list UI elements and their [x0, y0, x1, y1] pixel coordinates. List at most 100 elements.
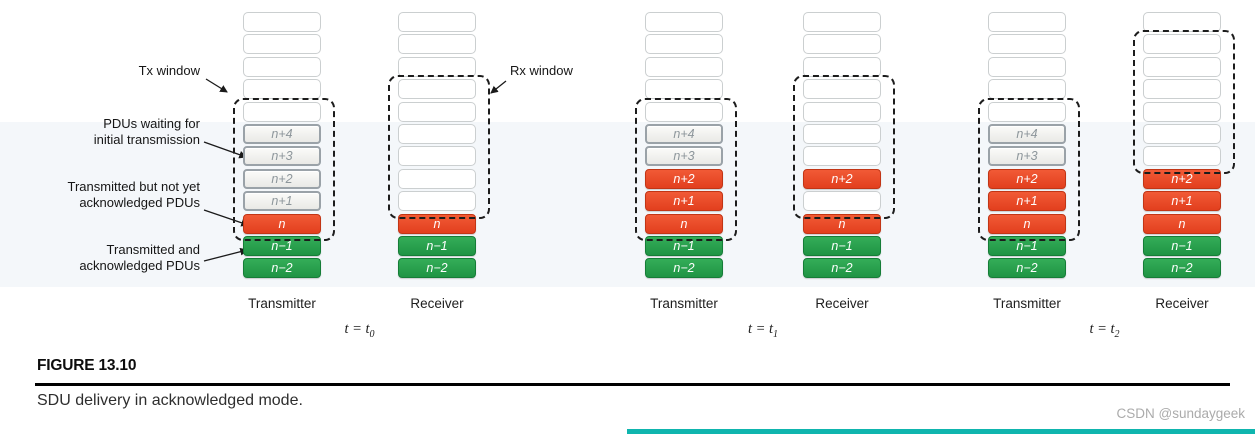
- pdu-cell-empty: [1143, 12, 1221, 32]
- rx-window-arrow: [490, 80, 507, 94]
- bottom-accent-bar: [627, 429, 1255, 434]
- unacked-line2: acknowledged PDUs: [79, 194, 200, 210]
- pdu-cell-empty: [803, 12, 881, 32]
- transmitter-label: Transmitter: [248, 296, 316, 311]
- pdu-cell-empty: [243, 79, 321, 100]
- pdu-cell-nminus1: n−1: [803, 236, 881, 256]
- unacked-line1: Transmitted but not yet: [67, 179, 200, 194]
- pdus-waiting-line1: PDUs waiting for: [103, 116, 200, 131]
- transmitter-label: Transmitter: [993, 296, 1061, 311]
- pdu-cell-nminus2: n−2: [398, 258, 476, 279]
- pdu-cell-empty: [803, 79, 881, 100]
- pdu-cell-nplus3: n+3: [988, 146, 1066, 167]
- pdu-cell-empty: [1143, 34, 1221, 55]
- pdu-cell-empty: [803, 56, 881, 77]
- pdu-cell-n: n: [645, 213, 723, 234]
- pdu-cell-n: n: [1143, 213, 1221, 234]
- pdu-cell-empty: [645, 101, 723, 122]
- pdu-cell-empty: [243, 34, 321, 55]
- pdu-cell-empty: [803, 124, 881, 144]
- pdu-cell-empty: [398, 12, 476, 32]
- time-label: t = t0: [344, 321, 375, 340]
- pdu-cell-nplus2: n+2: [243, 168, 321, 189]
- pdu-cell-nminus1: n−1: [398, 236, 476, 256]
- pdu-cell-nplus2: n+2: [645, 168, 723, 189]
- pdu-cell-nplus2: n+2: [988, 168, 1066, 189]
- pdu-cell-nplus1: n+1: [1143, 191, 1221, 212]
- pdu-cell-empty: [803, 101, 881, 122]
- pdu-cell-empty: [988, 12, 1066, 32]
- pdu-cell-empty: [398, 191, 476, 212]
- figure-caption: SDU delivery in acknowledged mode.: [37, 392, 303, 409]
- receiver-label: Receiver: [410, 296, 464, 311]
- pdu-cell-empty: [1143, 146, 1221, 167]
- pdu-cell-nplus2: n+2: [803, 168, 881, 189]
- pdu-cell-empty: [398, 146, 476, 167]
- pdus-waiting-line2: initial transmission: [93, 131, 200, 147]
- pdu-cell-nminus2: n−2: [988, 258, 1066, 279]
- pdu-cell-nplus4: n+4: [988, 124, 1066, 144]
- pdu-cell-nplus2: n+2: [1143, 168, 1221, 189]
- pdu-cell-empty: [243, 101, 321, 122]
- pdu-cell-empty: [803, 34, 881, 55]
- pdu-cell-empty: [398, 101, 476, 122]
- pdu-cell-empty: [645, 12, 723, 32]
- acked-line2: acknowledged PDUs: [79, 257, 200, 273]
- tx-window-annotation: Tx window: [139, 63, 200, 79]
- pdu-cell-n: n: [243, 213, 321, 234]
- pdu-cell-nplus1: n+1: [988, 191, 1066, 212]
- pdu-cell-nminus2: n−2: [243, 258, 321, 279]
- pdu-cell-nminus1: n−1: [1143, 236, 1221, 256]
- pdu-cell-empty: [1143, 56, 1221, 77]
- time-label: t = t2: [1089, 321, 1120, 340]
- pdu-cell-empty: [645, 79, 723, 100]
- csdn-watermark: CSDN @sundaygeek: [1116, 406, 1245, 421]
- pdu-cell-nminus1: n−1: [243, 236, 321, 256]
- pdu-cell-nplus1: n+1: [645, 191, 723, 212]
- transmitter-label: Transmitter: [650, 296, 718, 311]
- pdu-cell-empty: [803, 191, 881, 212]
- unacked-annotation: Transmitted but not yet acknowledged PDU…: [68, 179, 200, 210]
- pdu-cell-empty: [243, 12, 321, 32]
- pdu-cell-empty: [398, 34, 476, 55]
- pdu-cell-empty: [803, 146, 881, 167]
- pdu-cell-nplus3: n+3: [645, 146, 723, 167]
- pdu-cell-empty: [398, 56, 476, 77]
- acked-line1: Transmitted and: [106, 242, 200, 257]
- pdu-cell-nplus3: n+3: [243, 146, 321, 167]
- pdu-cell-empty: [398, 79, 476, 100]
- pdus-waiting-annotation: PDUs waiting for initial transmission: [94, 116, 200, 147]
- rx-window-annotation: Rx window: [510, 63, 573, 79]
- rx-window-label: Rx window: [510, 63, 573, 78]
- pdu-cell-nminus1: n−1: [645, 236, 723, 256]
- pdu-cell-n: n: [398, 213, 476, 234]
- pdu-cell-empty: [988, 56, 1066, 77]
- pdu-cell-nminus2: n−2: [803, 258, 881, 279]
- pdu-cell-empty: [645, 56, 723, 77]
- pdu-cell-empty: [398, 168, 476, 189]
- pdu-cell-empty: [243, 56, 321, 77]
- figure-divider-rule: [35, 383, 1230, 386]
- tx-window-label: Tx window: [138, 63, 200, 78]
- receiver-label: Receiver: [815, 296, 869, 311]
- time-label: t = t1: [747, 321, 779, 340]
- acked-annotation: Transmitted and acknowledged PDUs: [79, 242, 200, 273]
- pdu-cell-empty: [1143, 124, 1221, 144]
- pdu-cell-nminus1: n−1: [988, 236, 1066, 256]
- pdu-cell-empty: [398, 124, 476, 144]
- pdu-cell-nminus2: n−2: [1143, 258, 1221, 279]
- tx-window-arrow: [205, 78, 228, 93]
- pdu-cell-empty: [988, 101, 1066, 122]
- pdu-cell-empty: [1143, 79, 1221, 100]
- receiver-label: Receiver: [1155, 296, 1209, 311]
- pdu-cell-empty: [988, 79, 1066, 100]
- pdu-cell-nplus1: n+1: [243, 191, 321, 212]
- pdu-cell-n: n: [803, 213, 881, 234]
- pdu-cell-empty: [645, 34, 723, 55]
- pdu-cell-nminus2: n−2: [645, 258, 723, 279]
- pdu-cell-n: n: [988, 213, 1066, 234]
- pdu-cell-empty: [988, 34, 1066, 55]
- pdu-cell-empty: [1143, 101, 1221, 122]
- figure-number-heading: FIGURE 13.10: [37, 357, 137, 374]
